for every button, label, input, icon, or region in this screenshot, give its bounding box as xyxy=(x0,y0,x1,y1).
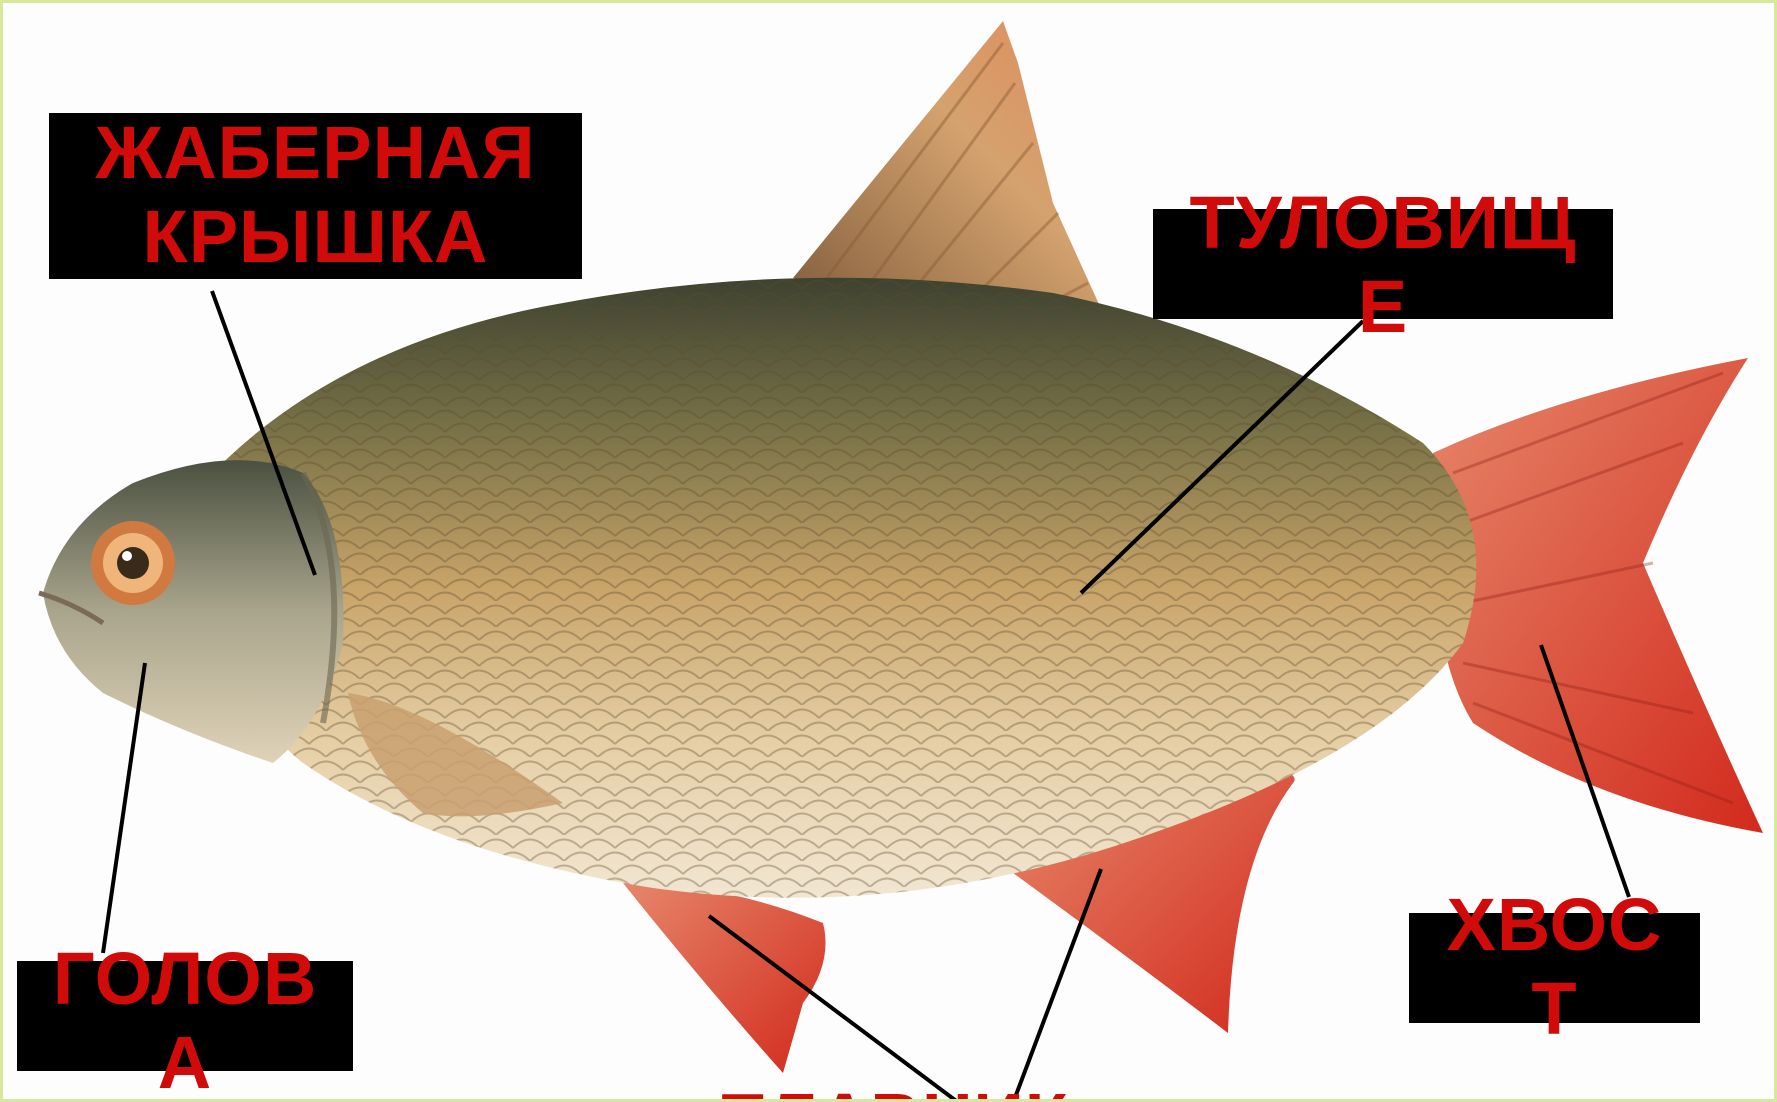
label-gill-cover-line2: КРЫШКА xyxy=(49,195,582,279)
label-trunk-line2: Е xyxy=(1153,265,1613,349)
label-tail: ХВОС Т xyxy=(1409,883,1700,1051)
label-head-line2: А xyxy=(17,1021,353,1102)
label-tail-line1: ХВОС xyxy=(1409,883,1700,967)
tail-fin xyxy=(1431,358,1763,833)
label-tail-line2: Т xyxy=(1409,967,1700,1051)
label-gill-cover: ЖАБЕРНАЯ КРЫШКА xyxy=(49,111,582,279)
label-gill-cover-line1: ЖАБЕРНАЯ xyxy=(49,111,582,195)
leader-line-head xyxy=(103,663,145,953)
label-trunk: ТУЛОВИЩ Е xyxy=(1153,181,1613,349)
label-head: ГОЛОВ А xyxy=(17,937,353,1102)
label-fin: ПЛАВНИК xyxy=(693,1077,1093,1102)
label-head-line1: ГОЛОВ xyxy=(17,937,353,1021)
label-trunk-line1: ТУЛОВИЩ xyxy=(1153,181,1613,265)
